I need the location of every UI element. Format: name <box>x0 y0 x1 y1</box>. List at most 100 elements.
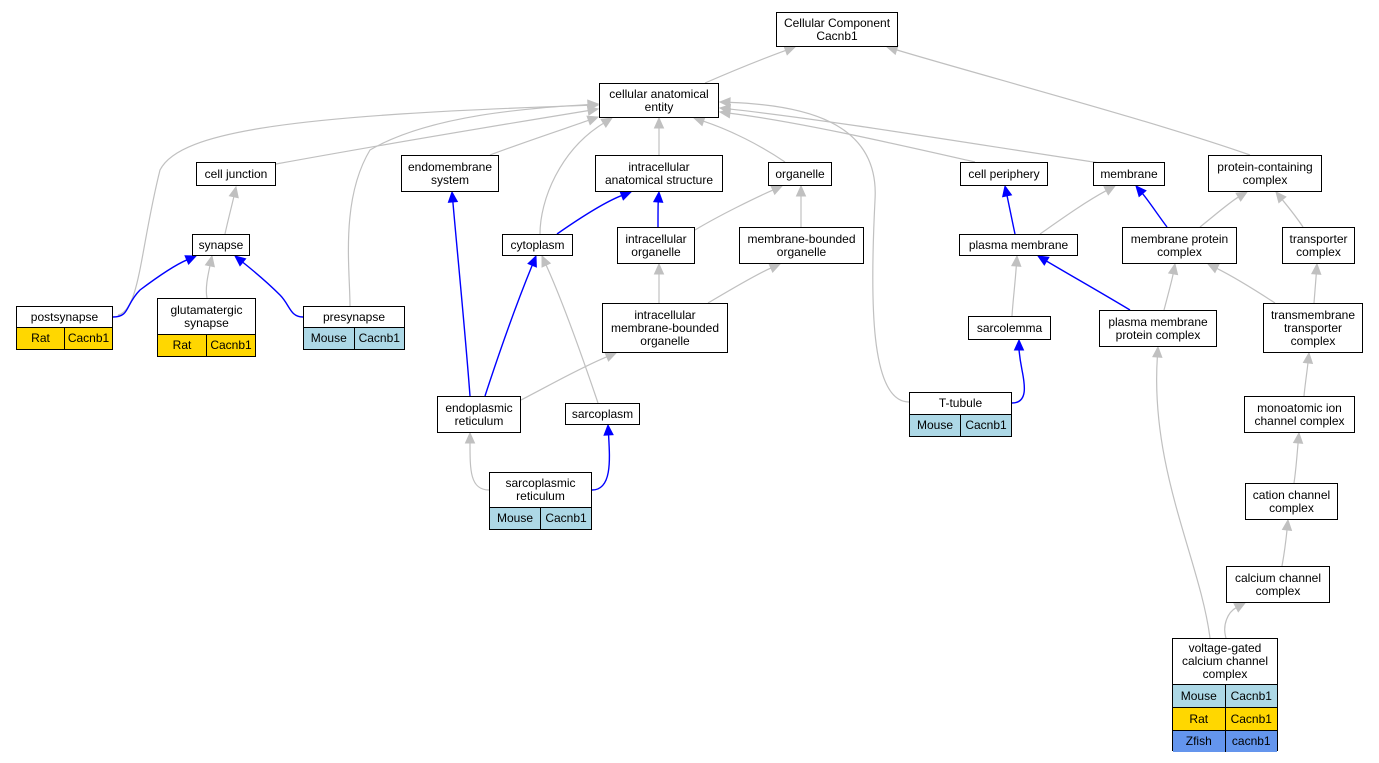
edge-tmtc-to-transporter <box>1313 273 1317 304</box>
node-cation[interactable]: cation channel complex <box>1245 483 1338 520</box>
edge-plasma_membrane-to-membrane <box>1039 190 1107 235</box>
node-imbo[interactable]: intracellular membrane-bounded organelle <box>602 303 728 353</box>
edge-vgcc-to-calcium <box>1224 607 1237 639</box>
edge-sarcolemma-to-plasma_membrane <box>1011 265 1017 317</box>
node-label: membrane <box>1100 166 1158 181</box>
edge-endomembrane-to-cae <box>489 119 589 156</box>
arrowhead-sarcoplasm-to-cytoplasm <box>541 254 552 268</box>
node-cytoplasm[interactable]: cytoplasm <box>502 234 573 256</box>
node-transporter[interactable]: transporter complex <box>1282 227 1355 264</box>
species-name: Rat <box>31 331 50 345</box>
node-er[interactable]: endoplasmic reticulum <box>437 396 521 433</box>
arrowhead-ttubule-to-cae <box>718 97 731 108</box>
arrowhead-pmpc-to-plasma_membrane <box>1036 255 1050 266</box>
node-pcc[interactable]: protein-containing complex <box>1208 155 1322 192</box>
edge-plasma_membrane-to-cell_periphery <box>1006 195 1016 235</box>
node-cae[interactable]: cellular anatomical entity <box>599 83 719 118</box>
node-intra-org[interactable]: intracellular organelle <box>617 227 695 264</box>
edge-synapse-to-cell_junction <box>224 196 235 235</box>
gene-symbol: Cacnb1 <box>1224 685 1278 707</box>
node-label: intracellular anatomical structure <box>604 159 714 187</box>
gene-symbol: Cacnb1 <box>960 415 1011 436</box>
node-cell-periphery[interactable]: cell periphery <box>960 162 1048 186</box>
edge-pcc-to-root <box>896 49 1251 156</box>
edge-intra_org-to-organelle <box>694 189 774 231</box>
node-plasma-membrane[interactable]: plasma membrane <box>959 234 1078 256</box>
arrowhead-cae-to-root <box>783 45 797 56</box>
arrowhead-cation-to-monoion <box>1292 431 1304 444</box>
gene-symbol: Cacnb1 <box>1224 708 1278 730</box>
node-label: cation channel complex <box>1252 487 1331 515</box>
node-label: Cellular Component Cacnb1 <box>783 15 891 43</box>
node-root[interactable]: Cellular Component Cacnb1 <box>776 12 898 47</box>
node-label: sarcoplasmic reticulum <box>505 476 576 503</box>
edge-postsynapse-to-synapse <box>112 259 188 318</box>
species-name: Mouse <box>310 331 347 345</box>
arrowhead-sr-to-sarcoplasm <box>603 423 614 436</box>
edge-monoion-to-tmtc <box>1303 362 1309 397</box>
edge-sr-to-er <box>469 442 490 491</box>
node-organelle[interactable]: organelle <box>768 162 832 186</box>
edge-membrane-to-cae <box>729 108 1101 164</box>
node-mpc[interactable]: membrane protein complex <box>1122 227 1237 264</box>
edge-cell_periphery-to-cae <box>729 112 976 163</box>
arrowhead-glut-to-synapse <box>204 254 215 268</box>
node-sarcoplasm[interactable]: sarcoplasm <box>565 403 640 425</box>
arrowhead-organelle-to-cae <box>692 116 706 127</box>
node-monoion[interactable]: monoatomic ion channel complex <box>1244 396 1355 433</box>
node-ias[interactable]: intracellular anatomical structure <box>595 155 723 192</box>
node-membrane[interactable]: membrane <box>1093 162 1165 186</box>
node-sarcolemma[interactable]: sarcolemma <box>968 316 1051 340</box>
node-pmpc[interactable]: plasma membrane protein complex <box>1099 310 1217 347</box>
edge-pmpc-to-mpc <box>1163 273 1174 311</box>
arrowhead-sarcolemma-to-plasma_membrane <box>1011 254 1022 267</box>
arrowhead-endomembrane-to-cae <box>586 115 600 126</box>
edge-cation-to-monoion <box>1293 442 1299 484</box>
node-tmtc[interactable]: transmembrane transporter complex <box>1263 303 1363 353</box>
node-endomembrane[interactable]: endomembrane system <box>401 155 499 192</box>
node-calcium[interactable]: calcium channel complex <box>1226 566 1330 603</box>
gene-symbol: Cacnb1 <box>540 508 591 529</box>
node-label: glutamatergic synapse <box>170 302 243 330</box>
node-label: presynapse <box>322 309 386 324</box>
node-cell-junction[interactable]: cell junction <box>196 162 276 186</box>
arrowhead-cytoplasm-to-ias <box>619 190 633 201</box>
node-synapse[interactable]: synapse <box>192 234 250 256</box>
node-label: sarcolemma <box>976 320 1043 335</box>
edge-presynapse-to-cae <box>347 103 589 307</box>
arrowhead-intra_org-to-organelle <box>770 185 784 196</box>
arrowhead-mpc-to-pcc <box>1235 191 1249 202</box>
arrowhead-calcium-to-cation <box>1281 518 1293 531</box>
node-label: protein-containing complex <box>1217 159 1313 187</box>
node-label: cell periphery <box>968 166 1040 181</box>
arrowhead-mpc-to-membrane <box>1135 185 1147 198</box>
node-label: monoatomic ion channel complex <box>1254 400 1345 428</box>
edge-ttubule-to-sarcolemma <box>1011 349 1026 404</box>
arrowhead-er-to-cytoplasm <box>527 254 537 268</box>
edge-ttubule-to-cae <box>729 101 910 403</box>
edge-transporter-to-pcc <box>1281 199 1304 228</box>
arrowhead-plasma_membrane-to-membrane <box>1103 185 1117 196</box>
node-label: transporter complex <box>1289 231 1348 259</box>
species-name: Zfish <box>1185 734 1212 748</box>
gene-symbol: cacnb1 <box>1224 731 1278 752</box>
arrowhead-transporter-to-pcc <box>1275 191 1287 204</box>
node-label: transmembrane transporter complex <box>1270 307 1356 348</box>
gene-symbol: Cacnb1 <box>206 335 255 356</box>
node-mbo[interactable]: membrane-bounded organelle <box>739 227 864 264</box>
arrowhead-tmtc-to-mpc <box>1206 263 1220 274</box>
arrowhead-tmtc-to-transporter <box>1310 262 1322 275</box>
arrowhead-postsynapse-to-synapse <box>184 255 198 265</box>
edge-er-to-imbo <box>520 356 607 401</box>
edge-sarcoplasm-to-cytoplasm <box>545 264 599 404</box>
